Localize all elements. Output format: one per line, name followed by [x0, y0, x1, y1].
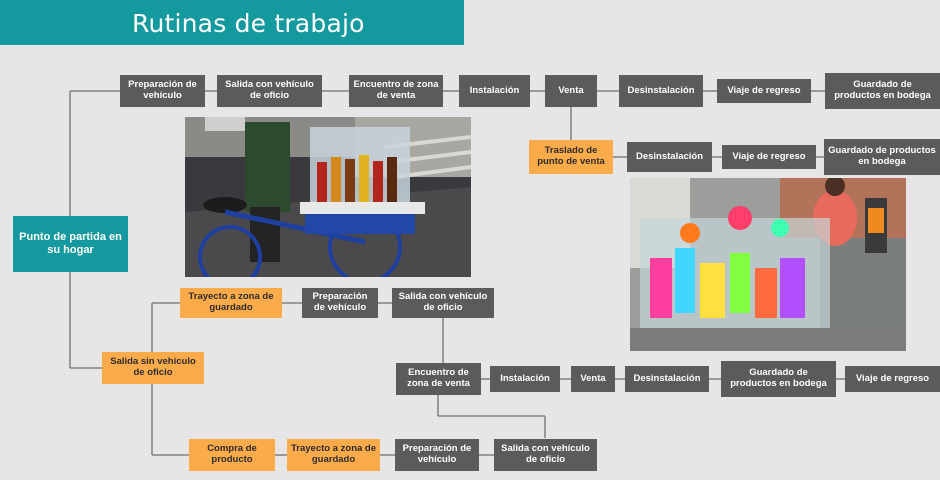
vendor-tricycle-cart-photo: [185, 117, 471, 277]
step-viaje-regreso: Viaje de regreso: [717, 79, 811, 103]
start-node: Punto de partida en su hogar: [13, 216, 128, 272]
title-bar: Rutinas de trabajo: [0, 0, 464, 45]
step-guardado-bodega: Guardado de productos en bodega: [825, 73, 940, 109]
middle-step-venta: Venta: [571, 366, 615, 392]
lower-step-trayecto-guardado: Trayecto a zona de guardado: [287, 439, 380, 471]
step-encuentro-zona: Encuentro de zona de venta: [349, 75, 443, 107]
upper-step-preparacion-vehiculo: Preparación de vehículo: [302, 288, 378, 318]
lower-step-compra-producto: Compra de producto: [189, 439, 275, 471]
lower-step-preparacion-vehiculo: Preparación de vehículo: [395, 439, 479, 471]
middle-step-guardado-bodega: Guardado de productos en bodega: [721, 361, 836, 397]
step-preparacion-vehiculo: Preparación de vehículo: [120, 75, 205, 107]
upper-step-salida-vehiculo: Salida con vehículo de oficio: [392, 288, 494, 318]
middle-step-viaje-regreso: Viaje de regreso: [845, 366, 940, 392]
middle-step-desinstalacion: Desinstalación: [625, 366, 709, 392]
toy-stall-photo: [630, 178, 906, 351]
branch-step-desinstalacion: Desinstalación: [627, 142, 712, 172]
step-desinstalacion: Desinstalación: [619, 75, 703, 107]
lower-step-salida-vehiculo: Salida con vehículo de oficio: [494, 439, 597, 471]
step-salida-vehiculo: Salida con vehículo de oficio: [217, 75, 322, 107]
middle-step-instalacion: Instalación: [490, 366, 560, 392]
step-traslado-punto-venta: Traslado de punto de venta: [529, 140, 613, 174]
step-instalacion: Instalación: [459, 75, 530, 107]
page-title: Rutinas de trabajo: [132, 9, 365, 38]
branch-step-viaje-regreso: Viaje de regreso: [722, 145, 816, 169]
upper-step-trayecto-guardado: Trayecto a zona de guardado: [180, 288, 282, 318]
branch-step-guardado-bodega: Guardado de productos en bodega: [824, 139, 940, 175]
step-salida-sin-vehiculo: Salida sin vehículo de oficio: [102, 352, 204, 384]
step-venta: Venta: [545, 75, 597, 107]
middle-step-encuentro-zona: Encuentro de zona de venta: [396, 363, 481, 395]
